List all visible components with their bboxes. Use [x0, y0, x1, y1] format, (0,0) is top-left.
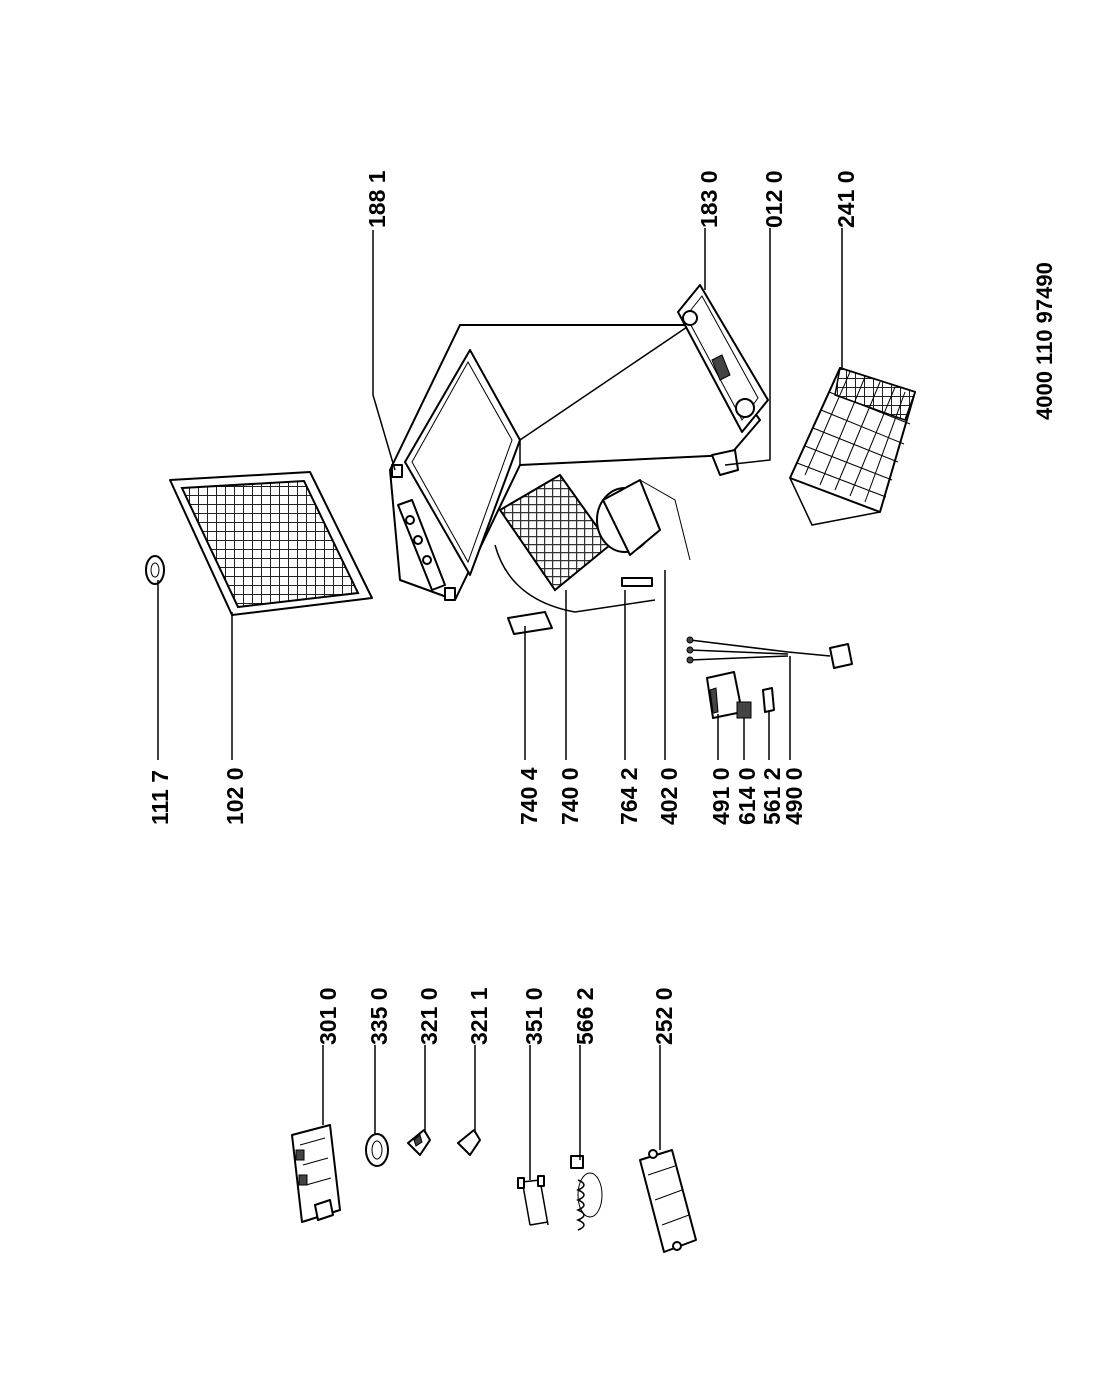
- label-351-0: 351 0: [521, 987, 547, 1045]
- label-490-0: 490 0: [781, 767, 807, 825]
- label-252-0: 252 0: [651, 987, 677, 1045]
- part-561-2-clip: [762, 687, 775, 713]
- cabinet: [389, 324, 761, 613]
- leader-lines-middle: [157, 570, 791, 760]
- part-241-0-basket: [789, 367, 916, 526]
- part-566-2-thermostat-coil: [570, 1155, 603, 1231]
- part-252-0-thermostat-housing: [639, 1149, 697, 1253]
- label-183-0: 183 0: [696, 170, 722, 228]
- label-561-2: 561 2: [759, 767, 785, 825]
- part-740-4-bracket: [507, 611, 553, 635]
- label-740-4: 740 4: [516, 767, 542, 825]
- label-402-0: 402 0: [656, 767, 682, 825]
- part-301-0-control-panel: [291, 1124, 341, 1223]
- leader-lines-right: [372, 228, 843, 471]
- label-102-0: 102 0: [222, 767, 248, 825]
- label-321-0: 321 0: [416, 987, 442, 1045]
- part-102-0-lid: [169, 471, 373, 616]
- part-614-0-relay: [736, 701, 752, 719]
- labels: 111 7 102 0 740 4 740 0 764 2 402 0 491 …: [147, 170, 1057, 1045]
- label-764-2: 764 2: [616, 767, 642, 825]
- label-740-0: 740 0: [557, 767, 583, 825]
- label-111-7: 111 7: [147, 770, 173, 825]
- label-321-1: 321 1: [466, 987, 492, 1045]
- part-321-1-lamp: [457, 1129, 481, 1156]
- label-614-0: 614 0: [734, 767, 760, 825]
- label-301-0: 301 0: [315, 987, 341, 1045]
- document-number: 4000 110 97490: [1032, 262, 1057, 420]
- part-183-0-back-plate: [677, 284, 769, 433]
- label-241-0: 241 0: [833, 170, 859, 228]
- part-351-0-switch-bar: [517, 1175, 549, 1226]
- part-490-0-power-cord: [686, 636, 853, 669]
- label-491-0: 491 0: [708, 767, 734, 825]
- part-335-0-knob: [365, 1133, 389, 1167]
- label-188-1: 188 1: [364, 170, 390, 228]
- part-111-7-hinge: [145, 555, 165, 585]
- label-566-2: 566 2: [572, 987, 598, 1045]
- leader-lines-left: [322, 1045, 661, 1180]
- label-012-0: 012 0: [761, 170, 787, 228]
- label-335-0: 335 0: [366, 987, 392, 1045]
- part-321-0-lamp: [407, 1129, 431, 1156]
- part-491-0-relay-cover: [706, 671, 743, 719]
